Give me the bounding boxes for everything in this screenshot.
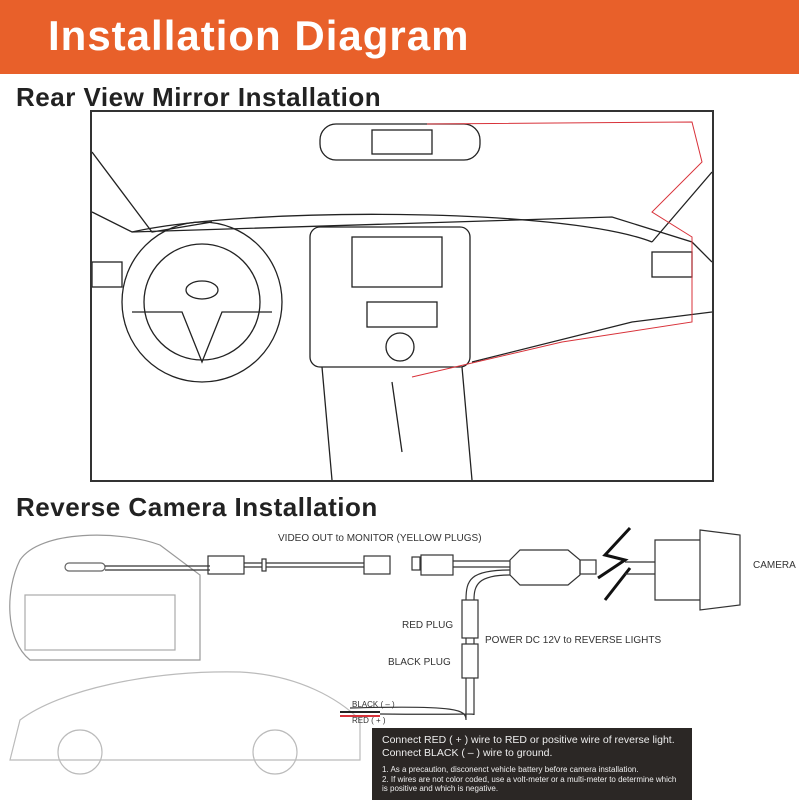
note-main: Connect RED ( + ) wire to RED or positiv… xyxy=(382,734,675,759)
section-title-reverse-camera: Reverse Camera Installation xyxy=(16,492,378,522)
black-wire-label: BLACK ( – ) xyxy=(352,700,395,709)
mirror-screen xyxy=(371,129,433,155)
dashboard-drawing xyxy=(92,121,712,480)
section-title-rear-view: Rear View Mirror Installation xyxy=(16,82,382,112)
center-console xyxy=(309,226,471,368)
wireless-bolt-icon xyxy=(597,526,632,601)
head-unit-screen xyxy=(351,236,443,288)
yellow-plug-female xyxy=(420,554,454,576)
rear-view-mirror xyxy=(319,123,481,161)
camera-body xyxy=(654,529,741,611)
red-plug xyxy=(461,599,479,639)
hyundai-logo xyxy=(185,280,219,300)
header-banner: Installation Diagram xyxy=(0,0,799,74)
video-out-label: VIDEO OUT to MONITOR (YELLOW PLUGS) xyxy=(278,533,482,544)
page-title: Installation Diagram xyxy=(48,12,470,59)
camera-label: CAMERA xyxy=(753,560,796,571)
steering-wheel xyxy=(121,221,283,383)
dashboard-illustration xyxy=(90,110,714,482)
black-plug xyxy=(461,643,479,679)
black-plug-label: BLACK PLUG xyxy=(388,657,451,668)
car-outline xyxy=(9,671,361,761)
junction-box xyxy=(509,549,581,586)
red-wire-label: RED ( + ) xyxy=(352,716,386,725)
interior-inset xyxy=(9,534,201,661)
power-label: POWER DC 12V to REVERSE LIGHTS xyxy=(485,635,662,646)
video-plug xyxy=(207,555,245,575)
instruction-note: Connect RED ( + ) wire to RED or positiv… xyxy=(372,728,692,800)
note-item: 2. If wires are not color coded, use a v… xyxy=(382,774,677,794)
yellow-plug-male xyxy=(363,555,391,575)
red-plug-label: RED PLUG xyxy=(402,620,454,631)
note-item: 1. As a precaution, disconenct vehicle b… xyxy=(382,765,639,774)
